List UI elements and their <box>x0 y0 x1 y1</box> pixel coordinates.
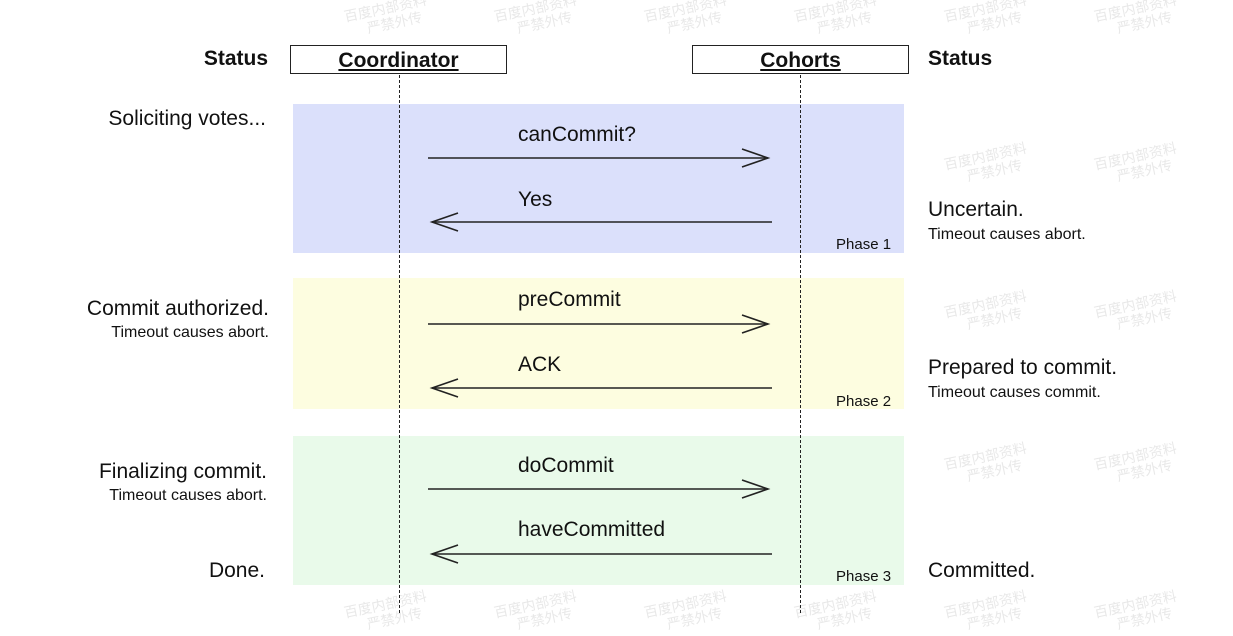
status-subtext: Timeout causes abort. <box>928 226 1086 243</box>
arrow-ack <box>429 378 772 398</box>
status-subtext: Timeout causes abort. <box>111 324 269 341</box>
message-label: preCommit <box>518 288 621 311</box>
coordinator-lifeline <box>399 75 400 613</box>
status-text: Finalizing commit. <box>98 460 267 483</box>
message-label: ACK <box>518 353 562 376</box>
cohort-status-uncertain: Uncertain. Timeout causes abort. <box>928 198 1086 244</box>
cohorts-lifeline <box>800 75 801 613</box>
phase-3-label: Phase 3 <box>836 568 892 585</box>
cohort-status-committed: Committed. <box>928 559 1035 583</box>
status-text: Prepared to commit. <box>928 356 1118 379</box>
coordinator-status-finalizing: Finalizing commit. Timeout causes abort. <box>20 460 267 505</box>
arrow-cancommit <box>428 148 771 168</box>
cohorts-actor-box: Cohorts <box>692 45 909 74</box>
right-status-header: Status <box>928 47 993 70</box>
left-status-header: Status <box>203 47 268 70</box>
status-text: Done. <box>208 559 265 582</box>
phase-1-label: Phase 1 <box>836 236 892 253</box>
status-text: Commit authorized. <box>86 297 269 320</box>
message-label: doCommit <box>518 454 614 477</box>
arrow-havecommitted <box>429 544 772 564</box>
phase-2-band <box>293 278 904 409</box>
message-label: Yes <box>518 188 553 211</box>
phase-3-band <box>293 436 904 585</box>
status-text: Committed. <box>928 559 1036 582</box>
phase-2-label: Phase 2 <box>836 393 892 410</box>
phase-1-band <box>293 104 904 253</box>
coordinator-status-done: Done. <box>20 559 265 583</box>
coordinator-label: Coordinator <box>338 49 459 72</box>
arrow-precommit <box>428 314 771 334</box>
status-text: Soliciting votes... <box>108 107 266 130</box>
status-subtext: Timeout causes commit. <box>928 384 1101 401</box>
status-subtext: Timeout causes abort. <box>109 487 267 504</box>
coordinator-status-commit-authorized: Commit authorized. Timeout causes abort. <box>20 297 269 342</box>
coordinator-status-soliciting: Soliciting votes... <box>20 107 266 131</box>
status-text: Uncertain. <box>928 198 1024 221</box>
cohort-status-prepared: Prepared to commit. Timeout causes commi… <box>928 356 1117 402</box>
message-label: canCommit? <box>518 123 636 146</box>
arrow-yes <box>429 212 772 232</box>
coordinator-actor-box: Coordinator <box>290 45 507 74</box>
cohorts-label: Cohorts <box>760 49 841 72</box>
arrow-docommit <box>428 479 771 499</box>
message-arrows <box>428 148 772 564</box>
message-label: haveCommitted <box>518 518 666 541</box>
